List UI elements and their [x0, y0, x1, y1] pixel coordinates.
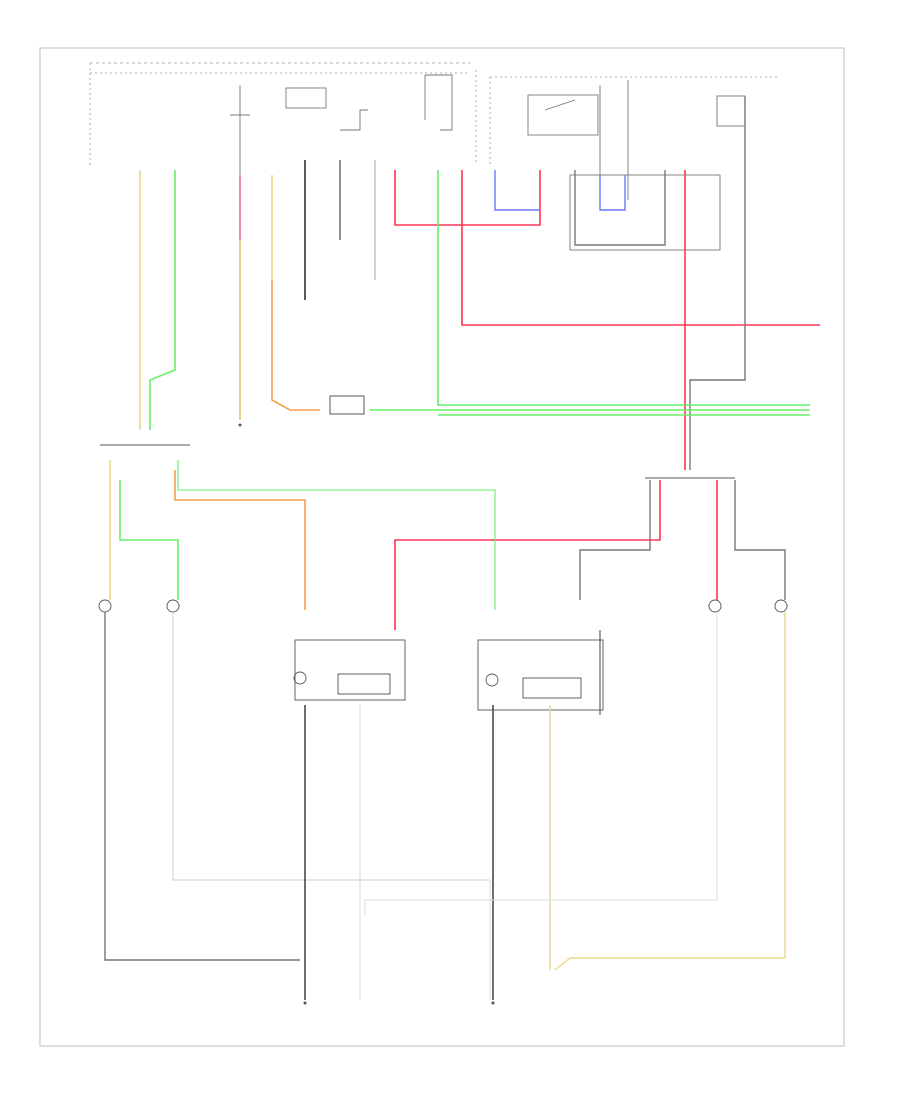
- headlight-right-lo: [708, 599, 722, 613]
- leveler-left: [294, 639, 406, 701]
- ground-points: [238, 423, 495, 1005]
- top-power-rail: [89, 62, 780, 165]
- diagram-frame: [39, 47, 845, 1047]
- ground-point: [303, 1001, 307, 1005]
- grey-wires-right: [574, 96, 786, 715]
- ground-point: [491, 1001, 495, 1005]
- yellow-wires-left: [109, 170, 306, 610]
- headlight-left-hi: [166, 599, 180, 613]
- leveler-right: [477, 639, 604, 711]
- lower-wiring: [104, 612, 786, 1000]
- headlight-right-hi: [774, 599, 788, 613]
- relay-block-left: [230, 74, 453, 178]
- blue-wires: [494, 170, 626, 211]
- relay-block-right: [527, 80, 746, 251]
- upper-left-verticals: [239, 160, 376, 420]
- headlight-left-lo: [98, 599, 112, 613]
- red-wires: [394, 170, 820, 630]
- leveler-modules: [293, 639, 604, 711]
- green-wires: [119, 170, 810, 610]
- headlight-bulbs: [98, 599, 788, 613]
- ground-point: [238, 423, 242, 427]
- junction-connectors: [100, 395, 735, 479]
